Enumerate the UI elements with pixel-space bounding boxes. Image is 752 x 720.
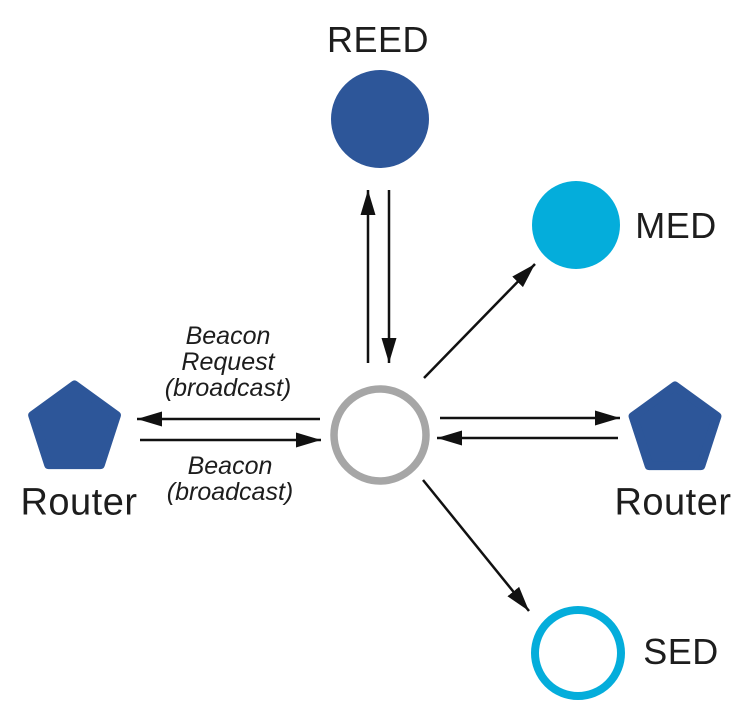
router-right-label: Router [614,481,732,524]
annotation-line: Beacon [185,322,271,350]
router-right-pentagon [628,381,722,471]
annotation-line: (broadcast) [164,374,292,402]
reed-label: REED [326,19,430,60]
med-label: MED [635,205,717,246]
joiner-node-circle [330,385,430,485]
sed-label: SED [643,631,719,672]
arrow-joiner-to-sed [422,479,530,612]
annotation-line: (broadcast) [166,478,294,506]
annotation-line: Beacon [187,452,273,480]
sed-node-circle [531,606,625,700]
med-node-circle [532,181,620,269]
router-left-pentagon [28,380,121,470]
beacon-annotation: Beacon (broadcast) [167,453,293,505]
router-left-label: Router [20,481,138,524]
annotation-line: Request [181,348,275,376]
beacon-request-annotation: Beacon Request (broadcast) [165,323,291,401]
arrow-joiner-to-med [423,263,536,379]
reed-node-circle [331,70,429,168]
